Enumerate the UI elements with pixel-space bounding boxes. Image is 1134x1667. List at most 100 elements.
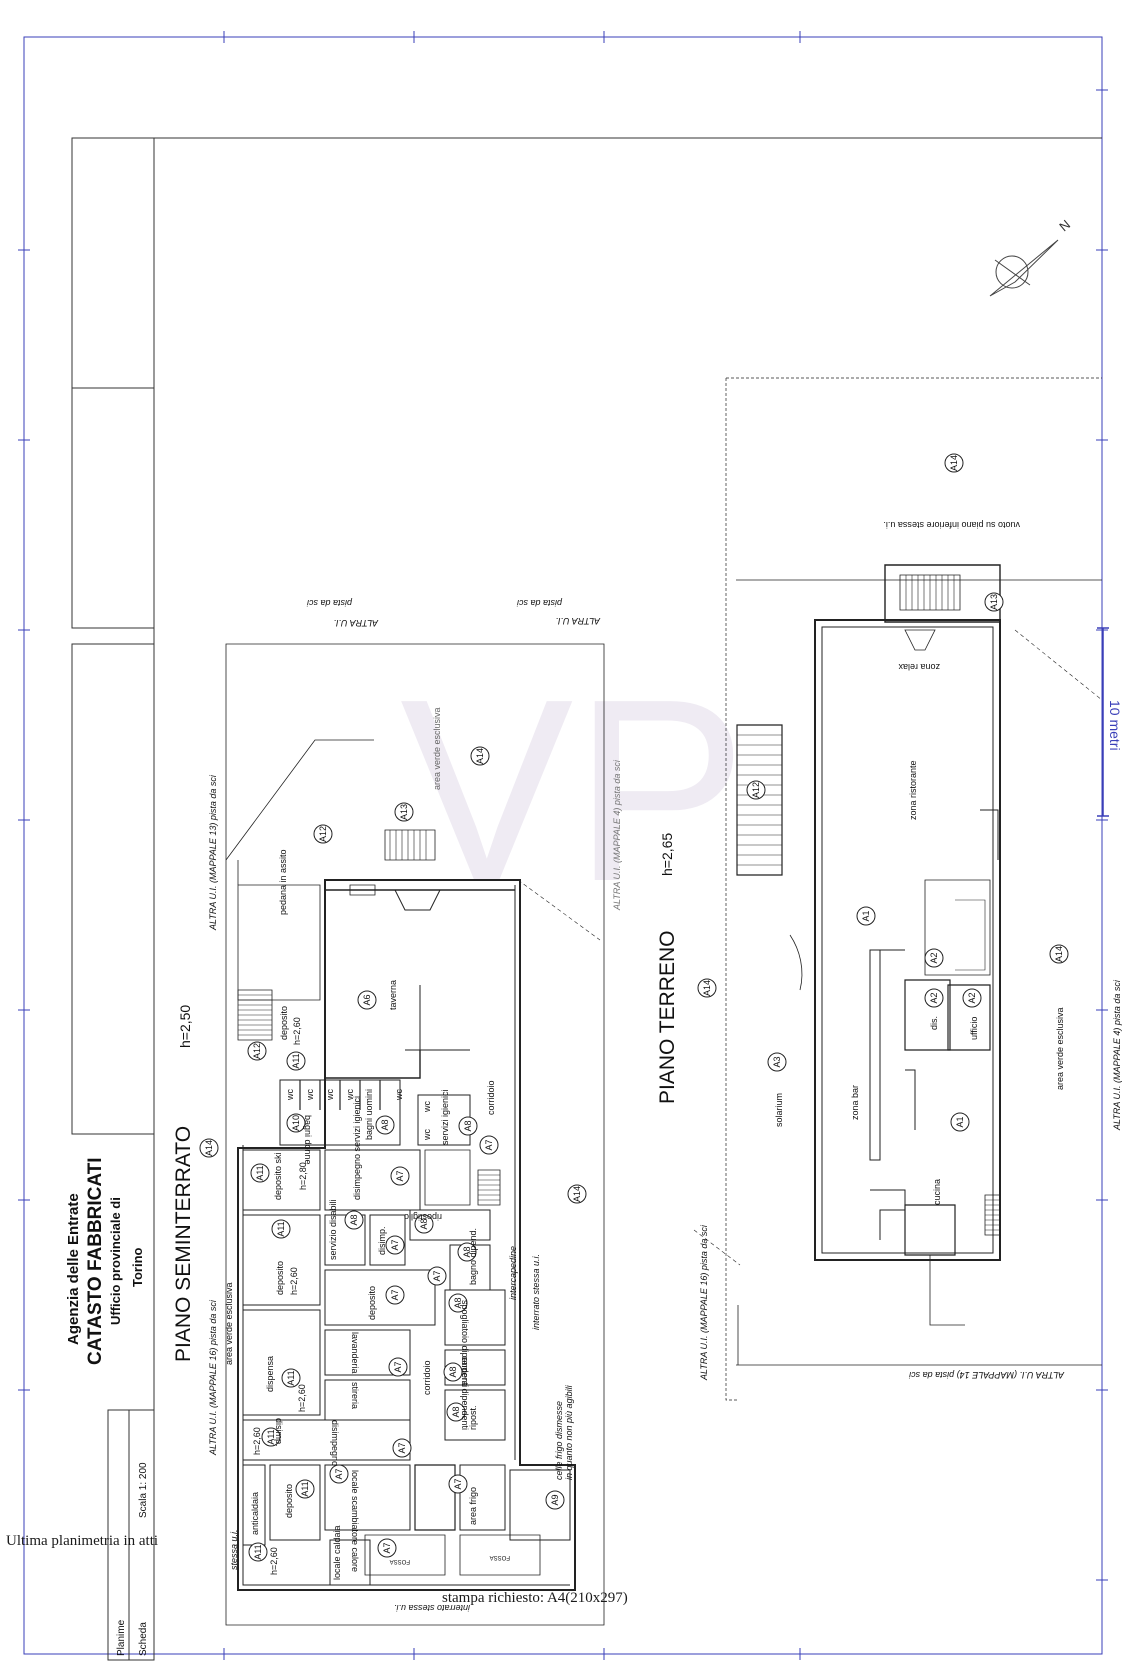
- marker-A8-disabili: A8: [349, 1214, 359, 1225]
- label-bagni-uomini: bagni uomini: [364, 1089, 374, 1140]
- marker-A1-ristorante: A1: [861, 910, 871, 921]
- label-corridoio-top: corridoio: [486, 1080, 496, 1115]
- marker-A7-lavanderia: A7: [393, 1361, 403, 1372]
- label-area-frigo: area frigo: [468, 1487, 478, 1525]
- label-spogliatoio: spogliatoio dipendenti: [460, 1300, 470, 1387]
- label-h260-c: h=2,60: [289, 1267, 299, 1295]
- label-celle: celle frigo dismesse: [554, 1401, 564, 1480]
- marker-A2-a: A2: [929, 952, 939, 963]
- marker-A11-mid: A11: [276, 1221, 286, 1236]
- scale-bar: [1097, 627, 1109, 817]
- label-h260-f: h=2,60: [269, 1547, 279, 1575]
- ground-title: PIANO TERRENO: [656, 931, 679, 1104]
- catasto-title: CATASTO FABBRICATI: [85, 1157, 106, 1365]
- label-fossa-1: FOSSA: [390, 1558, 410, 1564]
- label-area-verde-top: area verde esclusiva: [432, 707, 442, 790]
- label-servizio-disabili: servizio disabili: [328, 1199, 338, 1260]
- label-mappale16-ground: ALTRA U.I. (MAPPALE 16) pista da sci: [699, 1224, 709, 1381]
- label-celle2: in quanto non più agibili: [564, 1384, 574, 1480]
- label-cucina: cucina: [932, 1179, 942, 1205]
- label-h260-e: h=2,60: [252, 1427, 262, 1455]
- label-wc-1: wc: [285, 1089, 295, 1101]
- label-bagno-dipend: bagno dipend.: [468, 1228, 478, 1285]
- city-label: Torino: [130, 1247, 145, 1287]
- label-taverna: taverna: [388, 980, 398, 1010]
- marker-A7-disimpegno-low: A7: [397, 1442, 407, 1453]
- label-mappale4: ALTRA U.I. (MAPPALE 4) pista da sci: [612, 759, 622, 911]
- label-wc-2: wc: [305, 1089, 315, 1101]
- label-pedana: pedana in assito: [278, 849, 288, 915]
- marker-A14-right: A14: [572, 1186, 582, 1202]
- label-wc-4: wc: [345, 1089, 355, 1101]
- marker-labels: A14 A13 A12 A14 A13 A12 A6 A12 A11 A14 A…: [204, 455, 1064, 1560]
- label-anticaldaia: anticaldaia: [250, 1492, 260, 1535]
- marker-A12-pedana: A12: [318, 826, 328, 842]
- marker-A3: A3: [772, 1056, 782, 1067]
- label-dispensa: dispensa: [265, 1356, 275, 1392]
- agency-name: Agenzia delle Entrate: [65, 1193, 82, 1345]
- marker-A8-uomini: A8: [380, 1119, 390, 1130]
- room-markers: [199, 453, 1069, 1562]
- label-servizi-igienici: servizi igienici: [440, 1089, 450, 1145]
- marker-A9: A9: [550, 1494, 560, 1505]
- basement-title: PIANO SEMINTERRATO: [172, 1126, 195, 1362]
- marker-A12-ground: A12: [751, 782, 761, 798]
- marker-circle: [944, 453, 964, 473]
- marker-A14-ground-right: A14: [1054, 946, 1064, 962]
- marker-A12-stairs: A12: [252, 1043, 262, 1059]
- label-mappale4-ground: ALTRA U.I. (MAPPALE 4) pista da sci: [1112, 979, 1122, 1131]
- label-interrato-bottom: interrato stessa u.i.: [394, 1603, 470, 1613]
- office-label: Ufficio provinciale di: [108, 1197, 123, 1325]
- label-disimpegno: disimpegno: [330, 1420, 340, 1466]
- ground-room-labels: vuoto su piano inferiore stessa u.i. zon…: [699, 520, 1122, 1381]
- blue-frame: [23, 36, 1103, 1655]
- label-zona-bar: zona bar: [850, 1085, 860, 1120]
- label-ripost: ripost.: [468, 1405, 478, 1430]
- basement-height: h=2,50: [177, 1005, 193, 1048]
- label-ufficio: ufficio: [969, 1017, 979, 1040]
- basement-plan: [225, 643, 605, 1626]
- marker-A7-deposito: A7: [390, 1289, 400, 1300]
- ground-plan: [693, 377, 1103, 1401]
- marker-A7-corridoio: A7: [484, 1139, 494, 1150]
- label-deposito-top: deposito: [279, 1006, 289, 1040]
- north-label: N: [1056, 217, 1073, 235]
- label-area-verde-left: area verde esclusiva: [224, 1282, 234, 1365]
- label-camera-dipendenti: camera dipendenti: [460, 1356, 470, 1430]
- title-block: [71, 137, 1102, 1661]
- label-stessa-ui: stessa u.i.: [229, 1529, 239, 1570]
- marker-A11-deposito: A11: [291, 1053, 301, 1068]
- label-h260-a: h=2,60: [292, 1017, 302, 1045]
- label-zona-relax: zona relax: [898, 662, 940, 672]
- label-mappale13: ALTRA U.I. (MAPPALE 13) pista da sci: [208, 774, 218, 931]
- label-disimp-small: disimp.: [274, 1418, 284, 1447]
- label-solarium: solarium: [774, 1093, 784, 1127]
- watermark: VP: [400, 646, 747, 936]
- print-format-note: stampa richiesto: A4(210x297): [442, 1590, 628, 1606]
- label-h260-d: h=2,60: [297, 1384, 307, 1412]
- marker-A8-ripost: A8: [451, 1406, 461, 1417]
- marker-A7-disimpegno: A7: [395, 1170, 405, 1181]
- plan-label: Planime: [116, 1619, 127, 1656]
- scale-bar-label: 10 metri: [1107, 700, 1123, 751]
- marker-A10: A10: [291, 1115, 301, 1131]
- ground-height: h=2,65: [659, 833, 675, 876]
- header-texts: Agenzia delle Entrate CATASTO FABBRICATI…: [65, 1157, 149, 1656]
- marker-A11-ski: A11: [255, 1165, 265, 1180]
- compass-rose: [989, 239, 1059, 297]
- marker-A14-top: A14: [949, 455, 959, 471]
- label-deposito-low: deposito: [284, 1484, 294, 1518]
- marker-A8-servizi: A8: [463, 1120, 473, 1131]
- label-disimpegno-servizi: disimpegno servizi igienici: [352, 1096, 362, 1200]
- label-locale-caldaia: locale caldaia: [332, 1525, 342, 1580]
- marker-A11-dispensa: A11: [286, 1370, 296, 1385]
- label-zona-ristorante: zona ristorante: [908, 760, 918, 820]
- label-pista2: pista da sci: [516, 598, 563, 608]
- label-interrato: interrato stessa u.i.: [531, 1254, 541, 1330]
- marker-A11-disimp: A11: [266, 1429, 276, 1444]
- label-wc-7: wc: [422, 1129, 432, 1141]
- marker-A13-ground: A13: [989, 594, 999, 610]
- label-bagni-donne: bagni donne: [303, 1115, 313, 1165]
- label-vuoto: vuoto su piano inferiore stessa u.i.: [883, 520, 1020, 530]
